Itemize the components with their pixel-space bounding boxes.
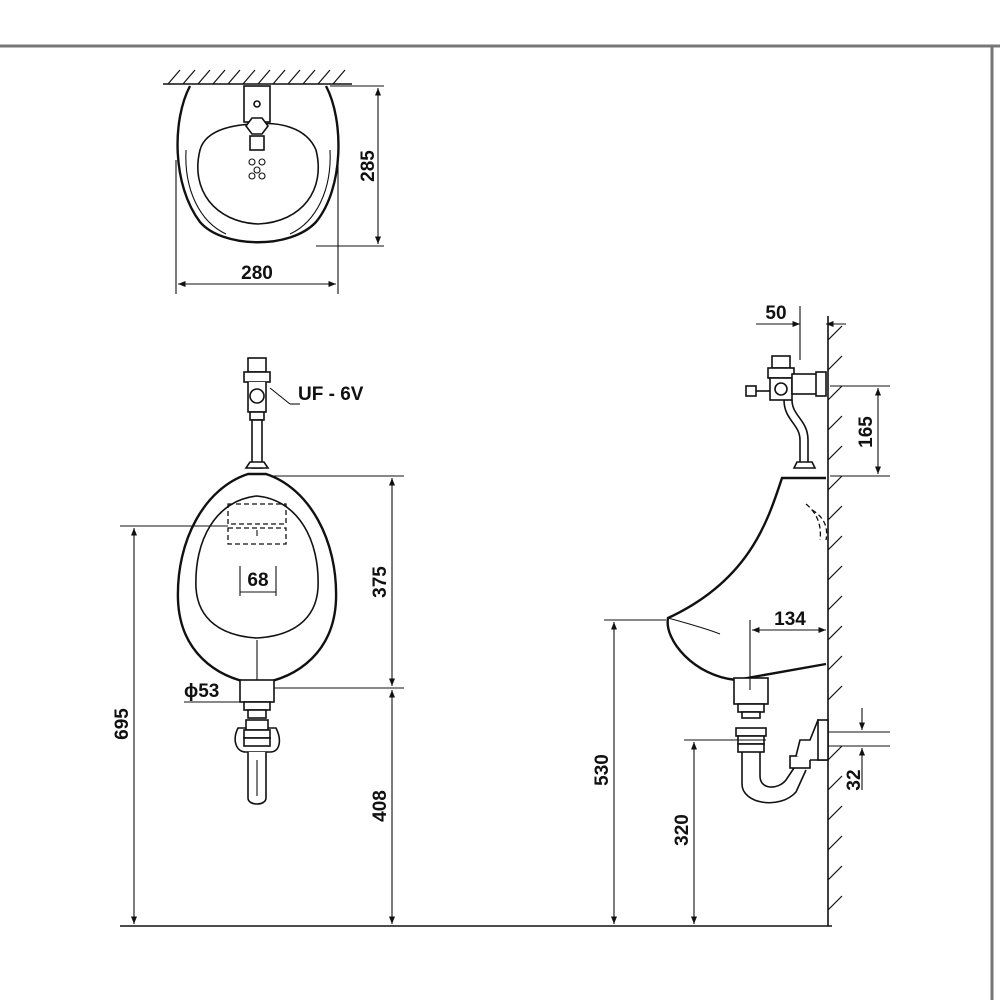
bowl-height-dimension: 375 (270, 475, 404, 689)
valve-height-text: 165 (856, 416, 877, 448)
side-view: 50 165 134 530 320 (592, 303, 890, 926)
rim-height-dimension: 530 (592, 619, 666, 924)
width-dim-text: 280 (241, 263, 273, 284)
wall-offset-dimension: 50 (756, 303, 846, 360)
outlet-diameter-dimension: ϕ53 (184, 681, 240, 703)
trap-pipe-text: 32 (844, 769, 865, 790)
top-view: 285 280 (163, 69, 384, 294)
outlet-floor-text: 408 (370, 790, 391, 822)
drawing-frame (0, 44, 1000, 1000)
top-view-wall-hatch (163, 69, 352, 85)
side-view-wall-hatch (827, 316, 843, 926)
top-view-valve-icon (243, 85, 271, 180)
wall-offset-text: 50 (765, 303, 786, 324)
outlet-diameter-text: ϕ53 (184, 681, 219, 702)
valve-label-text: UF - 6V (298, 384, 364, 405)
outlet-projection-dimension: 134 (749, 609, 826, 690)
spreader-dashed (227, 503, 287, 525)
top-view-bowl-outline (176, 85, 340, 244)
outlet-floor-dimension: 408 (370, 690, 396, 924)
front-view: UF - 6V 68 ϕ (112, 357, 404, 924)
side-view-inlet-dashed (805, 503, 822, 541)
front-outlet-icon (234, 679, 281, 805)
side-view-bowl-outline (666, 476, 827, 682)
top-view-width-dimension: 280 (175, 160, 339, 294)
flush-valve-icon (243, 357, 271, 469)
outlet-width-text: 68 (247, 570, 268, 591)
total-height-text: 695 (112, 708, 133, 740)
valve-label-leader: UF - 6V (269, 384, 364, 405)
outlet-width-dimension: 68 (239, 566, 277, 596)
depth-dim-text: 285 (358, 150, 379, 182)
trap-height-text: 320 (672, 814, 693, 846)
total-height-dimension: 695 (112, 525, 228, 924)
bowl-height-text: 375 (370, 566, 391, 598)
trap-pipe-dimension: 32 (828, 708, 890, 791)
rim-height-text: 530 (592, 754, 613, 786)
side-flush-valve-icon (745, 355, 827, 469)
top-view-bowl-inner (197, 122, 320, 225)
outlet-projection-text: 134 (774, 609, 806, 630)
top-view-depth-dimension: 285 (316, 85, 384, 247)
valve-height-dimension: 165 (830, 385, 890, 477)
front-view-bowl-inner (195, 495, 319, 639)
trap-height-dimension: 320 (672, 739, 766, 924)
